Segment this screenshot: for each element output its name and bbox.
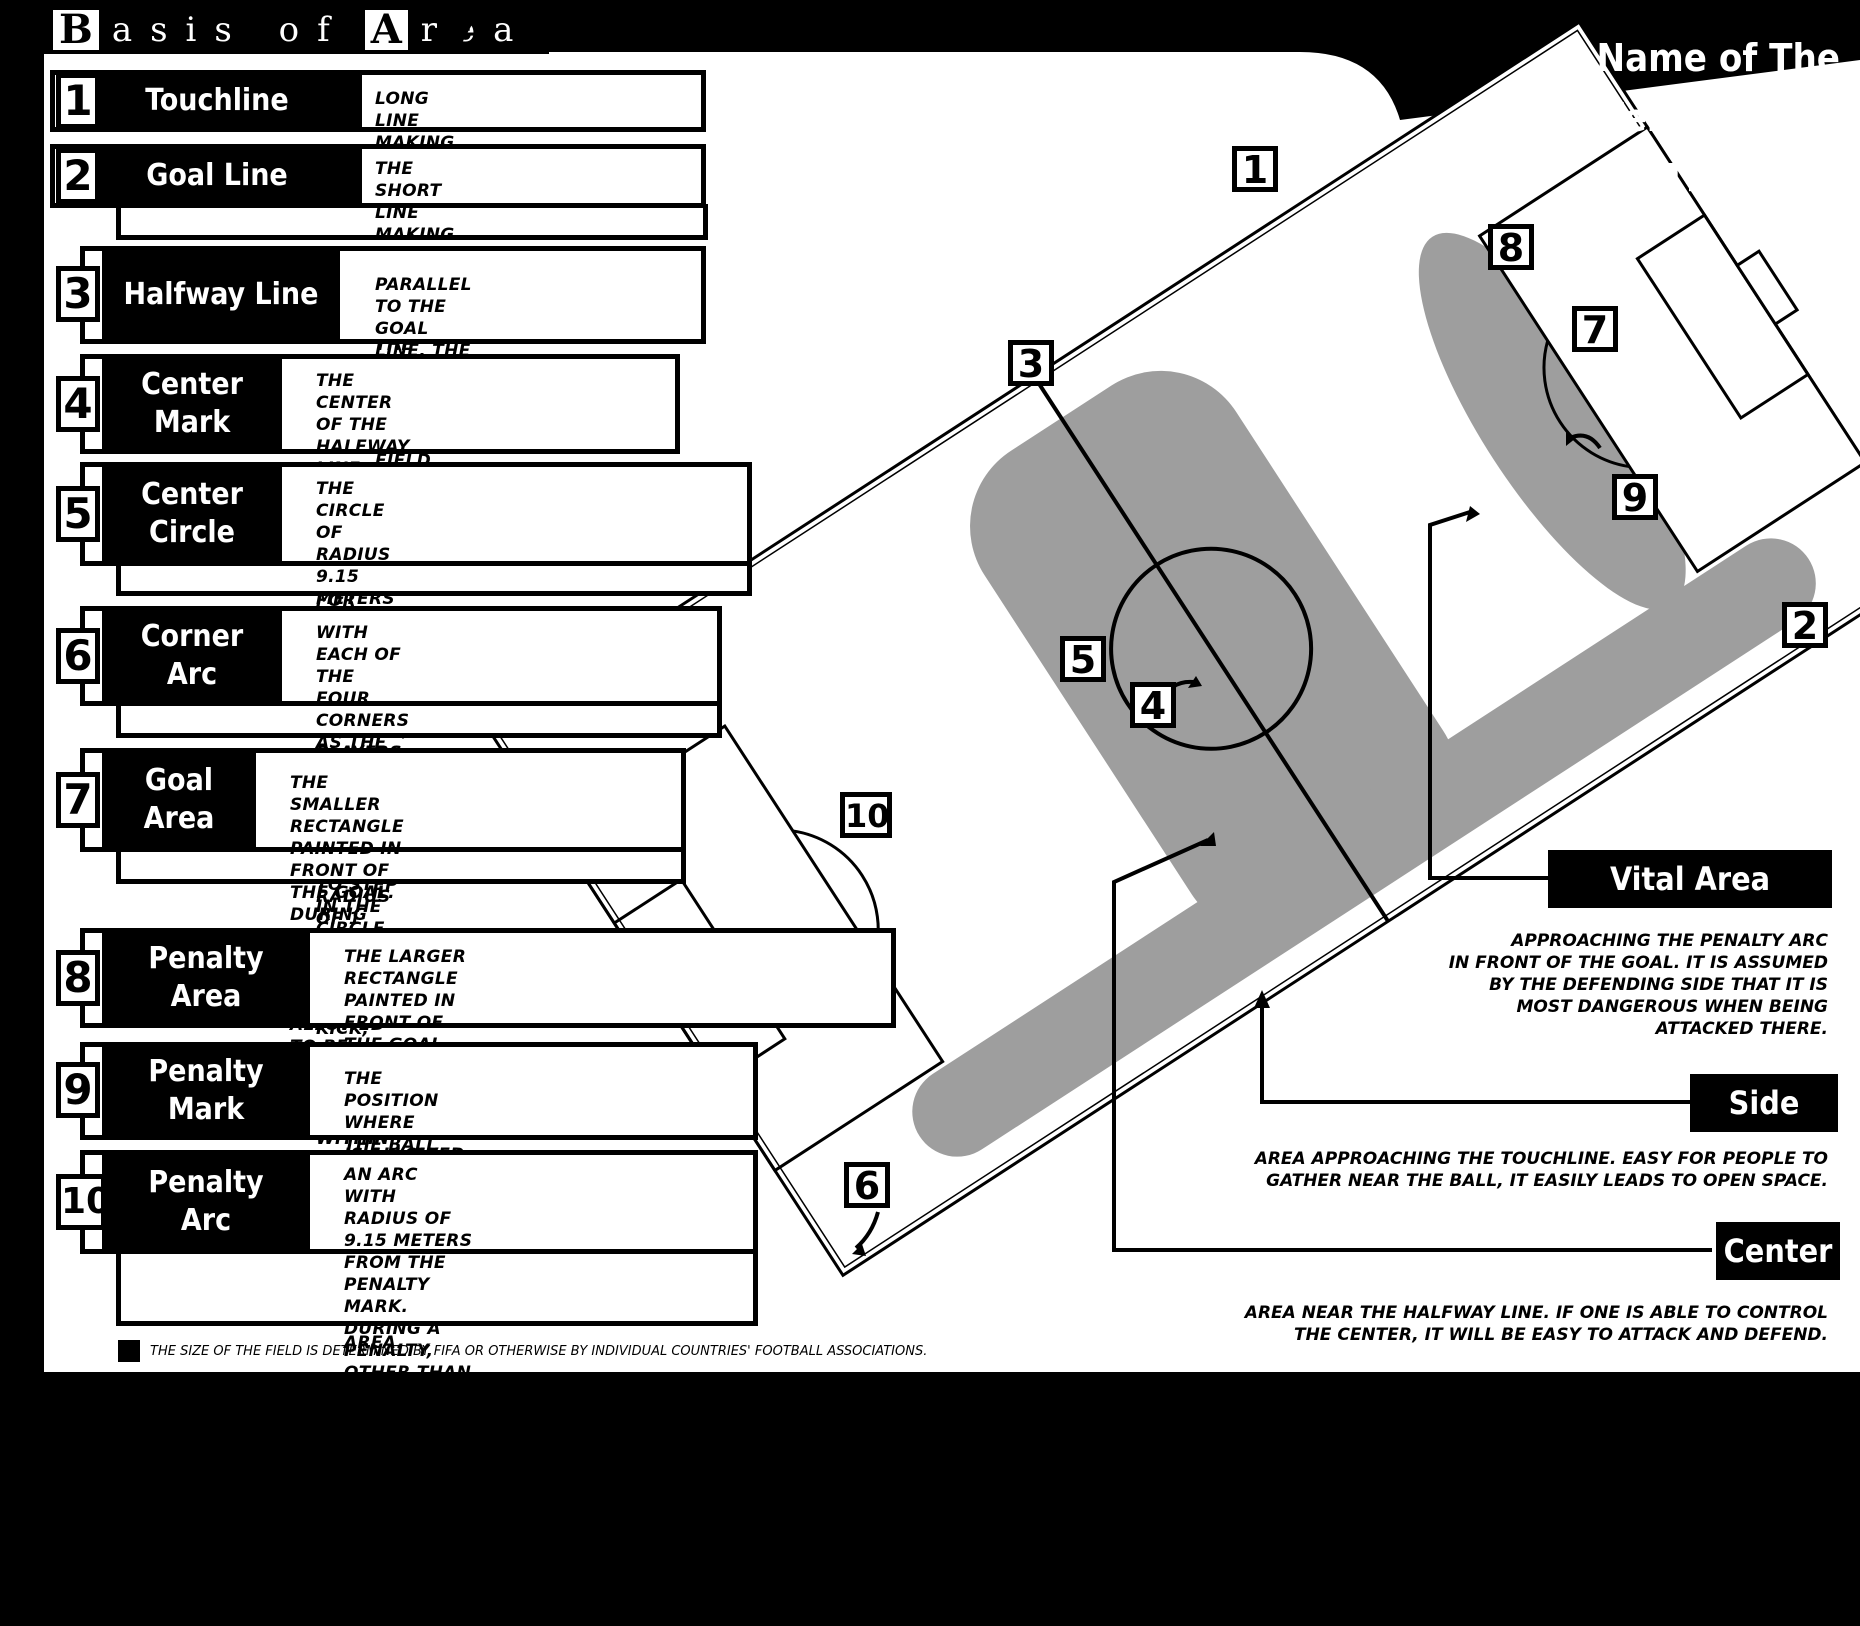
field-marker-10: 10: [840, 792, 892, 838]
footnote-square-icon: [118, 1340, 140, 1362]
side-area-tag: Side: [1690, 1074, 1838, 1132]
legend-description: An arc with radius of 9.15 meters from t…: [344, 1165, 473, 1625]
footnote-text: The size of the field is determined by F…: [150, 1343, 928, 1359]
brand-word-basis: asis of: [111, 10, 348, 50]
legend-label: Penalty Mark: [102, 1042, 310, 1140]
vital-area-description: Approaching the penalty arc in front of …: [1448, 931, 1828, 1039]
legend-number: 6: [56, 628, 100, 684]
field-marker-4: 4: [1130, 682, 1176, 728]
side-zone: [912, 538, 1816, 1157]
legend-number: 5: [56, 486, 100, 542]
side-area-description: Area approaching the touchline. Easy for…: [1254, 1149, 1828, 1191]
center-area-tag: Center: [1716, 1222, 1840, 1280]
brand-letter-b: B: [50, 7, 102, 53]
field-marker-6: 6: [844, 1162, 890, 1208]
legend-number: 2: [56, 148, 100, 204]
field-marker-8: 8: [1488, 224, 1534, 270]
legend-number: 9: [56, 1062, 100, 1118]
legend-number: 8: [56, 950, 100, 1006]
field-marker-3: 3: [1008, 340, 1054, 386]
legend-label: Goal Area: [102, 748, 256, 852]
legend-label: Touchline: [72, 70, 362, 132]
page-title: Name of The Different Parts of The Field: [1555, 36, 1840, 200]
legend-label: Halfway Line: [102, 246, 340, 344]
legend-label: Penalty Area: [102, 928, 310, 1028]
vital-area-tag: Vital Area: [1548, 850, 1832, 908]
legend-number: 10: [56, 1174, 111, 1230]
field-marker-5: 5: [1060, 636, 1106, 682]
field-marker-9: 9: [1612, 474, 1658, 520]
center-circle-drawing: [1109, 546, 1314, 751]
legend-label: Goal Line: [72, 144, 362, 208]
legend-number: 4: [56, 376, 100, 432]
legend-label: Corner Arc: [102, 606, 282, 706]
legend-label: Center Mark: [102, 354, 282, 454]
field-marker-2: 2: [1782, 602, 1828, 648]
footnote: The size of the field is determined by F…: [118, 1340, 927, 1362]
field-marker-7: 7: [1572, 306, 1618, 352]
legend-label: Center Circle: [102, 462, 282, 566]
halfway-line-drawing: [1032, 375, 1390, 923]
legend-number: 7: [56, 772, 100, 828]
penalty-arc-drawing: [1542, 340, 1630, 469]
center-area-description: Area near the halfway line. If one is ab…: [1244, 1303, 1828, 1345]
brand-tab: [456, 6, 482, 54]
legend-number: 3: [56, 266, 100, 322]
brand-letter-a: A: [361, 7, 411, 53]
legend-label: Penalty Arc: [102, 1150, 310, 1254]
legend-number: 1: [56, 73, 100, 129]
field-marker-1: 1: [1232, 146, 1278, 192]
